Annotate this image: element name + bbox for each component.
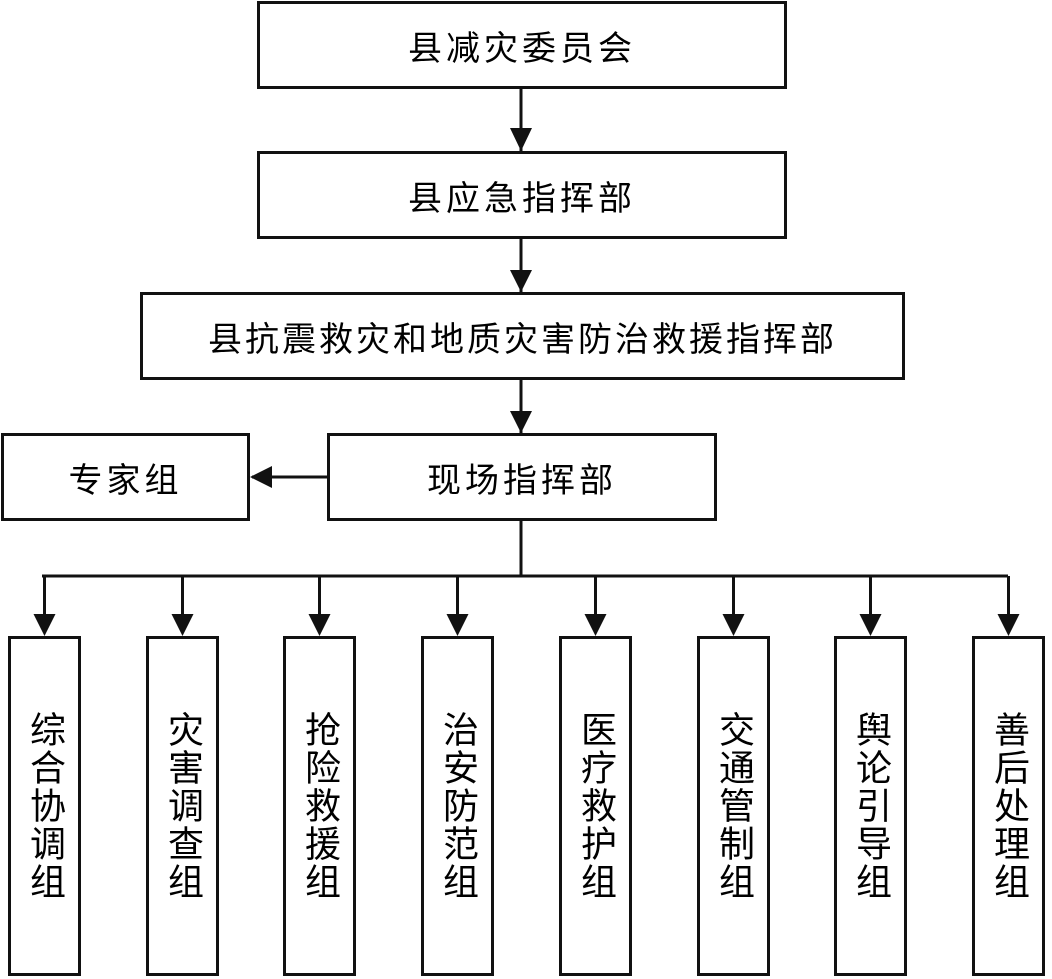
task-group-7: 舆论引导组 (834, 636, 907, 976)
branch-arrows (33, 576, 1020, 636)
task-group-4: 治安防范组 (421, 636, 494, 976)
task-group-label: 综合协调组 (24, 711, 65, 901)
task-group-6: 交通管制组 (697, 636, 770, 976)
expert-group: 专家组 (1, 433, 250, 521)
field-command: 现场指挥部 (327, 433, 717, 521)
task-group-2: 灾害调查组 (146, 636, 219, 976)
task-group-8: 善后处理组 (972, 636, 1045, 976)
task-group-label: 灾害调查组 (162, 711, 203, 901)
node-label: 县应急指挥部 (408, 178, 636, 219)
arrowhead-field (510, 411, 532, 433)
task-group-label: 治安防范组 (437, 711, 478, 901)
node-label: 县减灾委员会 (408, 28, 636, 69)
county-emergency-command: 县应急指挥部 (257, 151, 787, 239)
task-group-1: 综合协调组 (8, 636, 81, 976)
branch-arrowhead-2 (171, 614, 194, 636)
task-group-3: 抢险救援组 (283, 636, 356, 976)
county-disaster-reduction-committee: 县减灾委员会 (257, 1, 787, 89)
branch-arrowhead-4 (446, 614, 469, 636)
branch-arrowhead-7 (859, 614, 882, 636)
task-group-label: 抢险救援组 (299, 711, 340, 901)
task-group-label: 舆论引导组 (850, 711, 891, 901)
county-earthquake-relief-command: 县抗震救灾和地质灾害防治救援指挥部 (140, 292, 905, 380)
arrowhead-expert (250, 466, 272, 488)
node-label: 专家组 (68, 460, 183, 501)
node-label: 县抗震救灾和地质灾害防治救援指挥部 (208, 319, 837, 360)
arrowhead-level3 (510, 270, 532, 292)
task-group-label: 医疗救护组 (575, 711, 616, 901)
branch-arrowhead-5 (584, 614, 607, 636)
branch-arrowhead-8 (997, 614, 1020, 636)
branch-arrowhead-1 (33, 614, 56, 636)
task-group-5: 医疗救护组 (559, 636, 632, 976)
node-label: 现场指挥部 (427, 460, 617, 501)
branch-arrowhead-3 (308, 614, 331, 636)
task-group-label: 交通管制组 (713, 711, 754, 901)
task-group-label: 善后处理组 (988, 711, 1029, 901)
branch-arrowhead-6 (722, 614, 745, 636)
arrowhead-level2 (510, 128, 532, 151)
